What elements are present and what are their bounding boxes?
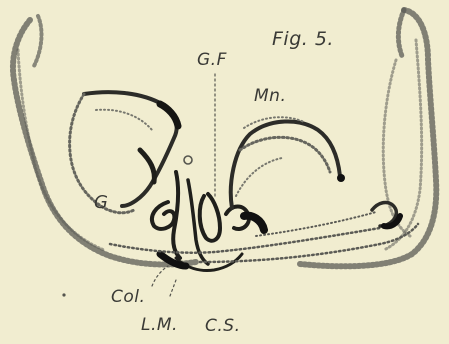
- stray-dot: [62, 293, 65, 296]
- label-col: Col.: [111, 289, 145, 306]
- leader-col: [152, 266, 168, 286]
- right-process: [231, 117, 345, 208]
- central-folds: [152, 172, 264, 271]
- label-gf: G.F: [197, 52, 227, 69]
- label-g: G: [94, 194, 108, 212]
- small-circle: [184, 156, 192, 164]
- label-lm: L.M.: [141, 317, 178, 334]
- left-lobe: [70, 92, 178, 213]
- label-mn: Mn.: [254, 88, 286, 105]
- figure-title: Fig. 5.: [272, 30, 334, 49]
- label-cs: C.S.: [205, 318, 240, 335]
- leader-lm: [170, 280, 176, 296]
